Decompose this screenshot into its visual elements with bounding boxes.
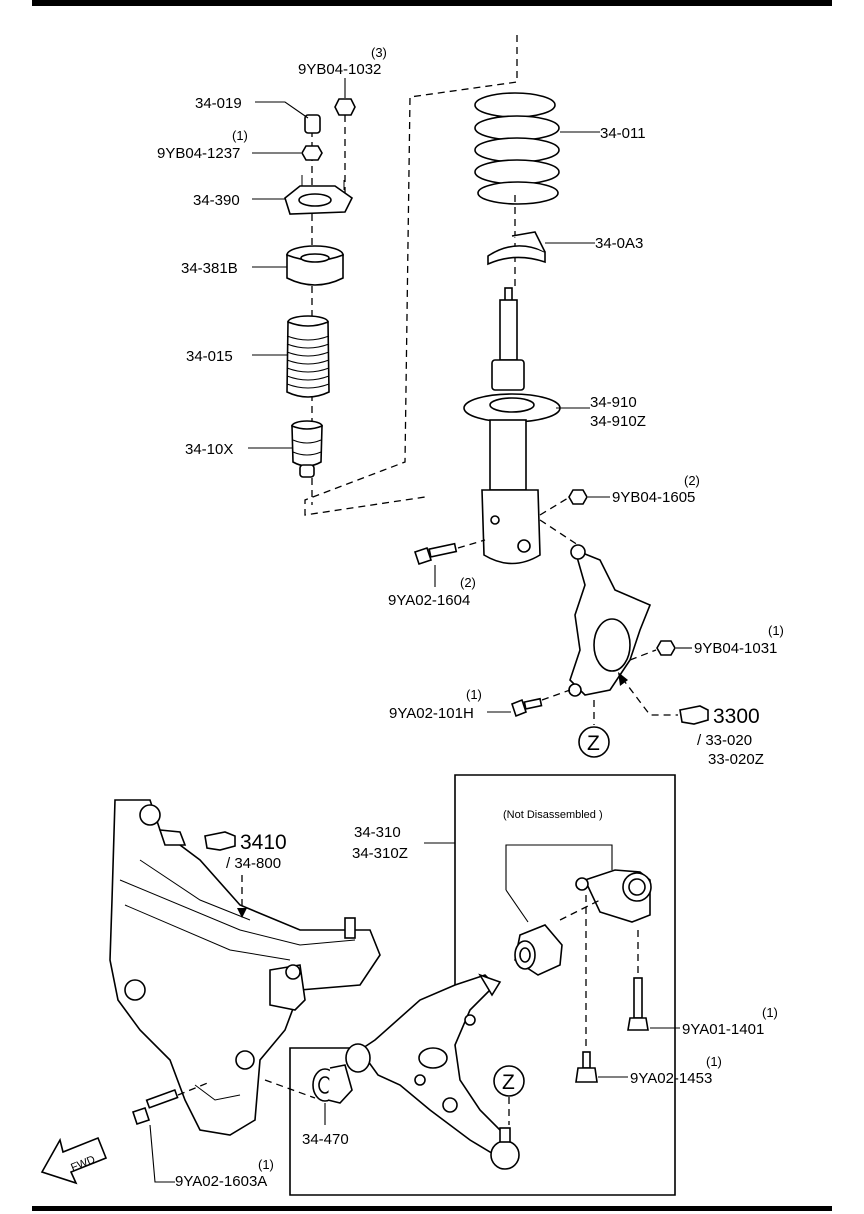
label-9ya02-1603a: 9YA02-1603A xyxy=(175,1173,267,1190)
fwd-arrow-icon xyxy=(40,1136,108,1185)
bottom-border xyxy=(32,1206,832,1211)
zone-z-label-upper: Z xyxy=(587,732,600,755)
nut-9yb04-1605 xyxy=(568,489,588,505)
qty-9yb04-1237: (1) xyxy=(232,128,248,143)
label-34-310: 34-310 xyxy=(354,824,401,841)
qty-9yb04-1032: (3) xyxy=(371,45,387,60)
label-34-470: 34-470 xyxy=(302,1131,349,1148)
bolt-9ya02-1604 xyxy=(413,542,458,566)
label-34-011: 34-011 xyxy=(600,125,646,142)
label-34-10x: 34-10X xyxy=(185,441,233,458)
nut-9yb04-1031 xyxy=(656,640,676,656)
label-34-310z: 34-310Z xyxy=(352,845,408,862)
nut-9yb04-1032 xyxy=(334,98,356,116)
nut-9yb04-1237 xyxy=(301,145,323,161)
bolt-9ya01-1401 xyxy=(627,977,649,1031)
coil-spring-34-011 xyxy=(474,92,560,205)
label-34-0a3: 34-0A3 xyxy=(595,235,643,252)
pointing-hand-icon-3410 xyxy=(204,831,236,851)
pointing-hand-icon-3300 xyxy=(679,705,709,725)
qty-9yb04-1605: (2) xyxy=(684,473,700,488)
label-9ya02-1453: 9YA02-1453 xyxy=(630,1070,712,1087)
qty-9ya01-1401: (1) xyxy=(762,1005,778,1020)
bolt-9ya02-1603a xyxy=(131,1088,179,1126)
qty-9ya02-1453: (1) xyxy=(706,1054,722,1069)
dust-boot-34-015 xyxy=(286,315,330,398)
top-border xyxy=(32,0,832,6)
label-9yb04-1031: 9YB04-1031 xyxy=(694,640,777,657)
bearing-34-381b xyxy=(286,245,344,286)
bump-stop-34-10x xyxy=(291,420,323,478)
zone-z-marker-lower xyxy=(493,1065,525,1097)
zone-z-label-lower: Z xyxy=(502,1071,515,1094)
arm-bushing-34-470 xyxy=(312,1043,371,1104)
label-9yb04-1605: 9YB04-1605 xyxy=(612,489,695,506)
label-34-381b: 34-381B xyxy=(181,260,238,277)
label-9ya01-1401: 9YA01-1401 xyxy=(682,1021,764,1038)
front-bushing xyxy=(514,924,563,976)
label-34-390: 34-390 xyxy=(193,192,240,209)
bolt-9ya02-1453 xyxy=(575,1051,598,1083)
label-34-015: 34-015 xyxy=(186,348,233,365)
strut-assembly-outline xyxy=(304,35,518,516)
label-9yb04-1237: 9YB04-1237 xyxy=(157,145,240,162)
shock-absorber-34-910 xyxy=(463,287,561,565)
spring-seat-34-0a3 xyxy=(487,231,546,266)
label-34-019: 34-019 xyxy=(195,95,242,112)
bolt-9ya02-101h xyxy=(511,697,543,718)
rear-bushing-bracket xyxy=(575,869,652,923)
ref-3300: 3300 xyxy=(713,705,760,728)
qty-9ya02-1603a: (1) xyxy=(258,1157,274,1172)
steering-knuckle xyxy=(568,544,652,697)
not-disassembled-note: (Not Disassembled ) xyxy=(503,809,603,821)
lower-control-arm xyxy=(358,973,512,1156)
qty-9yb04-1031: (1) xyxy=(768,623,784,638)
label-9ya02-1604: 9YA02-1604 xyxy=(388,592,470,609)
label-9ya02-101h: 9YA02-101H xyxy=(389,705,474,722)
ref-3410: 3410 xyxy=(240,831,287,854)
qty-9ya02-1604: (2) xyxy=(460,575,476,590)
qty-9ya02-101h: (1) xyxy=(466,687,482,702)
label-9yb04-1032: 9YB04-1032 xyxy=(298,61,381,78)
ball-joint xyxy=(490,1127,520,1170)
label-34-800: / 34-800 xyxy=(226,855,281,872)
label-33-020: / 33-020 xyxy=(697,732,752,749)
front-subframe xyxy=(109,799,381,1136)
dust-cap-34-019 xyxy=(304,114,321,134)
zone-z-marker-upper xyxy=(578,726,610,758)
label-34-910z: 34-910Z xyxy=(590,413,646,430)
label-34-910: 34-910 xyxy=(590,394,637,411)
label-33-020z: 33-020Z xyxy=(708,751,764,768)
strut-mount-34-390 xyxy=(284,175,354,215)
